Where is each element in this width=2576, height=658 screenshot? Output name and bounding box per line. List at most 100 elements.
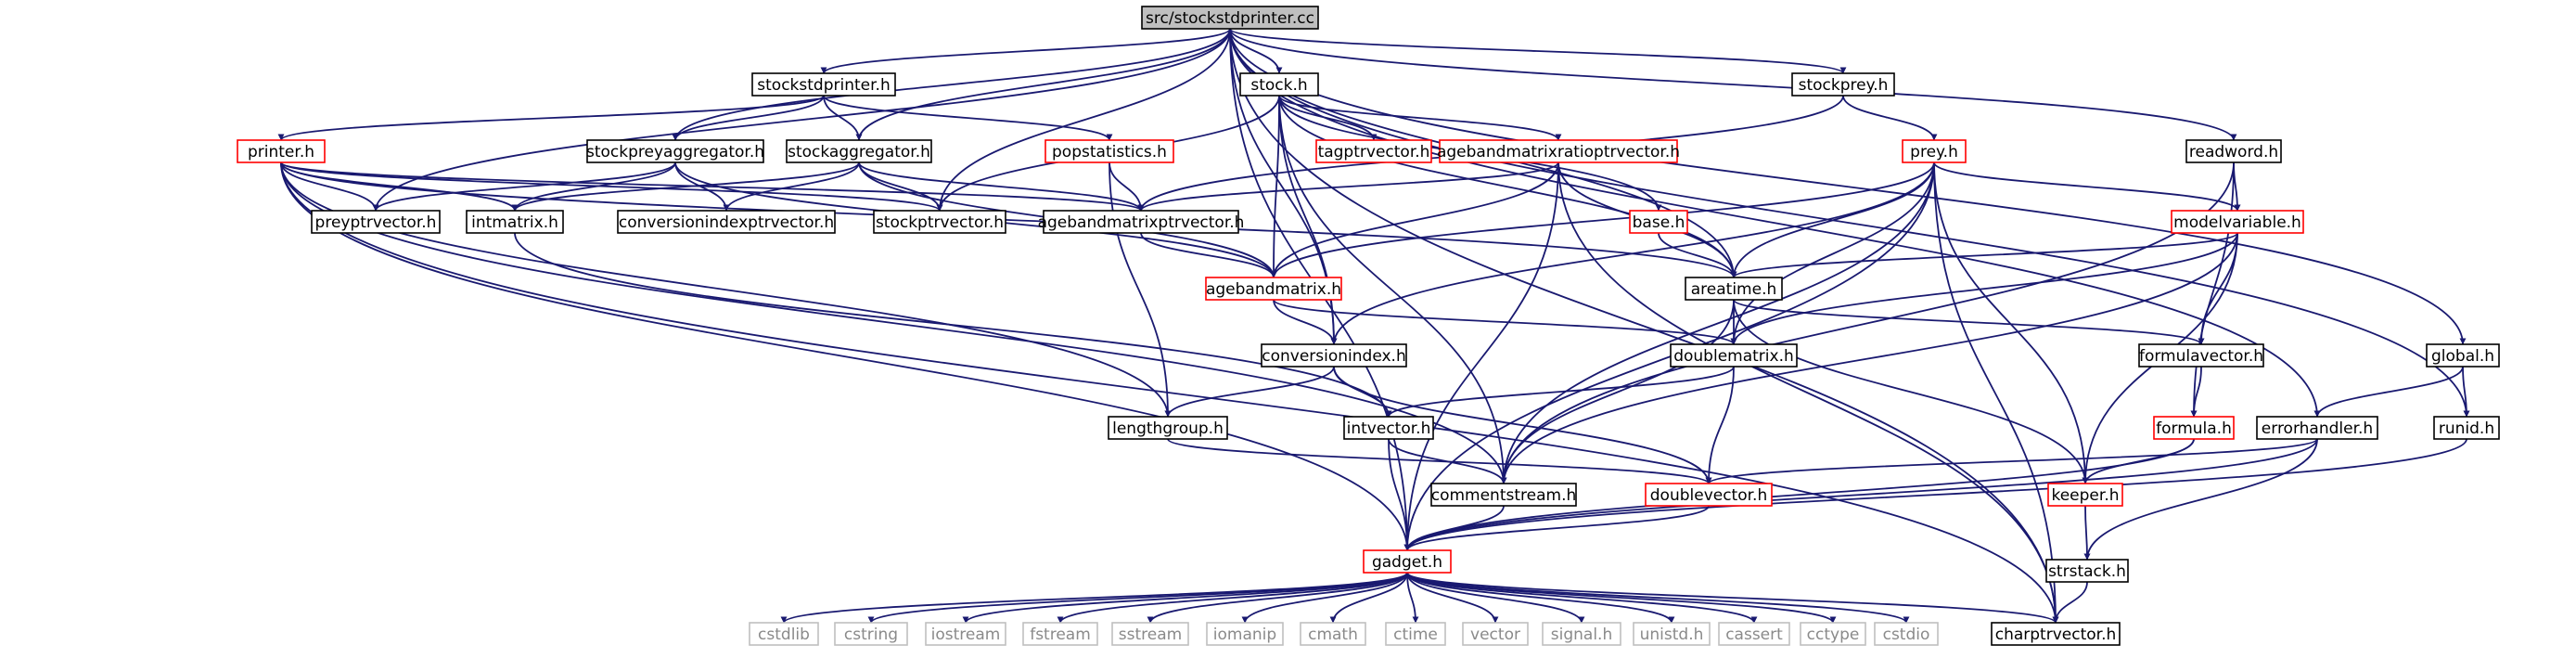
node-global-h[interactable]: global.h xyxy=(2426,343,2500,368)
edge-prey-h-to-agebandmatrix-h xyxy=(1270,161,1935,278)
node-label: stockstdprinter.h xyxy=(757,76,890,95)
edge-gadget-h-to-cstdlib xyxy=(780,572,1408,624)
edge-readword-h-to-formula-h xyxy=(2190,161,2235,418)
edge-stockprey-h-to-prey-h xyxy=(1842,95,1938,141)
node-agebandmatrixptrvector-h[interactable]: agebandmatrixptrvector.h xyxy=(1038,210,1245,234)
edge-stockaggregator-h-to-agebandmatrixptrvector-h xyxy=(858,161,1145,212)
node-modelvariable-h[interactable]: modelvariable.h xyxy=(2171,210,2304,234)
node-box xyxy=(786,139,932,163)
edge-prey-h-to-charptrvector-h xyxy=(1933,161,2059,624)
node-stock-h[interactable]: stock.h xyxy=(1239,72,1319,97)
edge-stockaggregator-h-to-intmatrix-h xyxy=(511,161,860,212)
node-base-h[interactable]: base.h xyxy=(1629,210,1688,234)
node-gadget-h[interactable]: gadget.h xyxy=(1363,549,1452,574)
edge-stockstdprinter-cc-to-runid-h xyxy=(1229,28,2470,418)
node-popstatistics-h[interactable]: popstatistics.h xyxy=(1044,139,1174,163)
node-stockptrvector-h[interactable]: stockptrvector.h xyxy=(873,210,1006,234)
edge-printer-h-to-stockptrvector-h xyxy=(280,161,943,212)
edge-gadget-h-to-iomanip xyxy=(1241,572,1408,624)
edge-conversionindex-h-to-lengthgroup-h xyxy=(1164,366,1335,418)
node-box xyxy=(1141,6,1319,30)
node-label: cstdio xyxy=(1883,626,1930,644)
edge-errorhandler-h-to-strstack-h xyxy=(2083,438,2318,561)
node-label: ctime xyxy=(1393,626,1438,644)
node-box xyxy=(1315,139,1432,163)
node-doublematrix-h[interactable]: doublematrix.h xyxy=(1670,343,1798,368)
node-agebandmatrixratioptrvector-h[interactable]: agebandmatrixratioptrvector.h xyxy=(1437,139,1680,163)
edge-gadget-h-to-cctype xyxy=(1406,572,1837,624)
node-box xyxy=(1629,210,1688,234)
node-agebandmatrix-h[interactable]: agebandmatrix.h xyxy=(1205,277,1342,301)
node-intmatrix-h[interactable]: intmatrix.h xyxy=(466,210,564,234)
node-box xyxy=(1645,483,1773,507)
node-sstream: sstream xyxy=(1111,622,1189,646)
node-errorhandler-h[interactable]: errorhandler.h xyxy=(2256,416,2378,440)
node-box xyxy=(1718,622,1790,646)
node-stockstdprinter-h[interactable]: stockstdprinter.h xyxy=(751,72,896,97)
edge-stockstdprinter-cc-to-stockaggregator-h xyxy=(855,28,1231,141)
edge-stockstdprinter-cc-to-readword-h xyxy=(1229,28,2237,141)
node-label: cassert xyxy=(1725,626,1783,644)
node-box xyxy=(1633,622,1711,646)
node-label: vector xyxy=(1470,626,1520,644)
edge-printer-h-to-preyptrvector-h xyxy=(280,161,379,212)
edge-stockstdprinter-cc-to-preyptrvector-h xyxy=(372,28,1231,212)
node-cstring: cstring xyxy=(834,622,908,646)
node-label: cctype xyxy=(1807,626,1860,644)
node-box xyxy=(1791,72,1895,97)
node-label: iomanip xyxy=(1213,626,1276,644)
node-iostream: iostream xyxy=(925,622,1006,646)
node-printer-h[interactable]: printer.h xyxy=(237,139,326,163)
node-stockaggregator-h[interactable]: stockaggregator.h xyxy=(786,139,932,163)
node-label: doublematrix.h xyxy=(1673,347,1794,366)
edge-areatime-h-to-formulavector-h xyxy=(1733,299,2205,345)
node-conversionindexptrvector-h[interactable]: conversionindexptrvector.h xyxy=(617,210,836,234)
edge-doublematrix-h-to-intvector-h xyxy=(1385,366,1735,418)
node-runid-h[interactable]: runid.h xyxy=(2433,416,2500,440)
edge-printer-h-to-gadget-h xyxy=(280,161,1411,551)
node-label: signal.h xyxy=(1551,626,1612,644)
edge-agebandmatrixratioptrvector-h-to-agebandmatrix-h xyxy=(1270,161,1559,278)
node-formula-h[interactable]: formula.h xyxy=(2153,416,2235,440)
node-areatime-h[interactable]: areatime.h xyxy=(1685,277,1783,301)
node-readword-h[interactable]: readword.h xyxy=(2185,139,2282,163)
node-box xyxy=(749,622,819,646)
node-box xyxy=(1044,139,1174,163)
node-keeper-h[interactable]: keeper.h xyxy=(2047,483,2123,507)
node-stockprey-h[interactable]: stockprey.h xyxy=(1791,72,1895,97)
node-box xyxy=(1043,210,1239,234)
node-preyptrvector-h[interactable]: preyptrvector.h xyxy=(311,210,441,234)
edge-agebandmatrix-h-to-doublematrix-h xyxy=(1273,299,1737,345)
node-label: commentstream.h xyxy=(1431,486,1577,505)
node-lengthgroup-h[interactable]: lengthgroup.h xyxy=(1108,416,1228,440)
node-signal-h: signal.h xyxy=(1542,622,1621,646)
edge-commentstream-h-to-gadget-h xyxy=(1403,505,1505,551)
node-stockpreyaggregator-h[interactable]: stockpreyaggregator.h xyxy=(586,139,764,163)
node-prey-h[interactable]: prey.h xyxy=(1902,139,1967,163)
node-box xyxy=(1239,72,1319,97)
node-formulavector-h[interactable]: formulavector.h xyxy=(2138,343,2264,368)
node-doublevector-h[interactable]: doublevector.h xyxy=(1645,483,1773,507)
node-ctime: ctime xyxy=(1385,622,1446,646)
node-commentstream-h[interactable]: commentstream.h xyxy=(1430,483,1577,507)
node-label: charptrvector.h xyxy=(1995,626,2117,644)
node-intvector-h[interactable]: intvector.h xyxy=(1343,416,1434,440)
node-tagptrvector-h[interactable]: tagptrvector.h xyxy=(1315,139,1432,163)
edge-stockstdprinter-cc-to-stockptrvector-h xyxy=(936,28,1231,212)
node-box xyxy=(2433,416,2500,440)
node-box xyxy=(617,210,836,234)
node-stockstdprinter-cc[interactable]: src/stockstdprinter.cc xyxy=(1141,6,1319,30)
node-box xyxy=(2138,343,2264,368)
node-conversionindex-h[interactable]: conversionindex.h xyxy=(1261,343,1407,368)
edge-lengthgroup-h-to-doublevector-h xyxy=(1167,438,1712,484)
edge-readword-h-to-commentstream-h xyxy=(1500,161,2235,484)
edge-prey-h-to-keeper-h xyxy=(1933,161,2089,484)
node-box xyxy=(2171,210,2304,234)
node-box xyxy=(1874,622,1939,646)
node-charptrvector-h[interactable]: charptrvector.h xyxy=(1991,622,2121,646)
edge-stockstdprinter-cc-to-charptrvector-h xyxy=(1229,28,2059,624)
edge-errorhandler-h-to-doublevector-h xyxy=(1705,438,2318,484)
node-label: cstring xyxy=(844,626,898,644)
node-strstack-h[interactable]: strstack.h xyxy=(2045,559,2129,583)
edge-modelvariable-h-to-areatime-h xyxy=(1730,232,2238,278)
